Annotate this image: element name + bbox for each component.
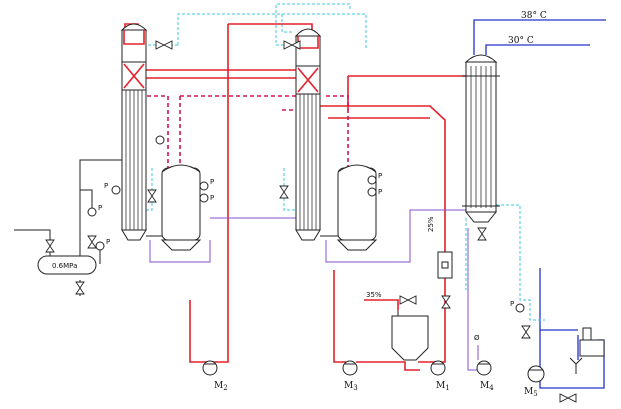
gauge-2-icon — [199, 181, 209, 191]
small-mark-label: Ø — [474, 334, 480, 342]
valve-8-icon — [399, 295, 417, 305]
pump-m1-icon — [430, 360, 446, 376]
gauge-1-icon — [111, 185, 121, 195]
gauge-3-label: P — [210, 194, 214, 202]
gauge-4-icon — [367, 175, 377, 185]
valve-7-icon — [87, 235, 97, 249]
pump-m2: M2 — [202, 360, 228, 392]
pump-m5-label: M5 — [524, 387, 538, 398]
gauge-5-label: P — [378, 188, 382, 196]
gauge-1-label: P — [104, 182, 108, 190]
pump-m5-icon — [527, 365, 545, 383]
pump-m1: M1 — [430, 360, 450, 392]
pump-m2-label: M2 — [214, 381, 228, 392]
evaporator-2-heater-icon — [297, 67, 319, 93]
gauge-2-label: P — [210, 178, 214, 186]
valve-3-icon — [147, 189, 157, 203]
valve-11-icon — [559, 393, 577, 403]
gauge-8-icon — [515, 303, 525, 313]
pump-m3: M3 — [342, 360, 358, 392]
valve-1-icon — [155, 40, 173, 50]
valves — [45, 40, 577, 403]
gauge-5-icon — [367, 187, 377, 197]
flow-meter: 25% — [427, 216, 453, 279]
gauge-3-icon — [199, 193, 209, 203]
cyan-dashed-lines — [130, 3, 545, 321]
evaporator-1-heater-icon — [123, 63, 145, 89]
evaporator-1 — [120, 23, 202, 251]
gauge-6-label: P — [98, 204, 102, 212]
tank-pressure-label: 0.6MPa — [52, 262, 77, 270]
valve-5-icon — [45, 239, 55, 253]
conc-35-label: 35% — [366, 291, 382, 299]
pressure-tank: 0.6MPa — [37, 255, 97, 275]
temp-label-30: 30° C — [508, 36, 534, 46]
gauge-8-label: P — [510, 300, 514, 308]
sensor-icon — [155, 135, 165, 145]
valve-2-icon — [283, 40, 301, 50]
gauge-6-icon — [87, 207, 97, 217]
gauge-7-label: P — [106, 238, 110, 246]
evaporator-2 — [294, 28, 378, 251]
pump-m4-label: M4 — [480, 381, 494, 392]
valve-9-icon — [441, 295, 451, 309]
magenta-dashed-lines — [147, 95, 349, 168]
pump-m3-label: M3 — [344, 381, 358, 392]
gauge-7-icon — [95, 241, 105, 251]
pump-m4-icon — [476, 360, 492, 376]
gauge-4-label: P — [378, 172, 382, 180]
receiver-tank — [569, 327, 605, 374]
condenser — [462, 54, 500, 223]
valve-6-icon — [75, 281, 85, 295]
valve-4-icon — [279, 185, 289, 199]
purple-product-lines — [149, 209, 490, 371]
valve-12-icon — [477, 227, 487, 241]
pump-m1-label: M1 — [436, 381, 450, 392]
pump-m4: M4 — [476, 360, 494, 392]
pump-m5: M5 — [524, 365, 545, 398]
pump-m2-icon — [202, 360, 218, 376]
valve-10-icon — [521, 325, 531, 339]
pump-m3-icon — [342, 360, 358, 376]
product-tank: 35% — [366, 291, 429, 361]
temp-label-38: 38° C — [521, 11, 547, 21]
conc-25-label: 25% — [427, 216, 435, 232]
pressure-gauges: P P P P P P P P Ø — [87, 135, 525, 342]
